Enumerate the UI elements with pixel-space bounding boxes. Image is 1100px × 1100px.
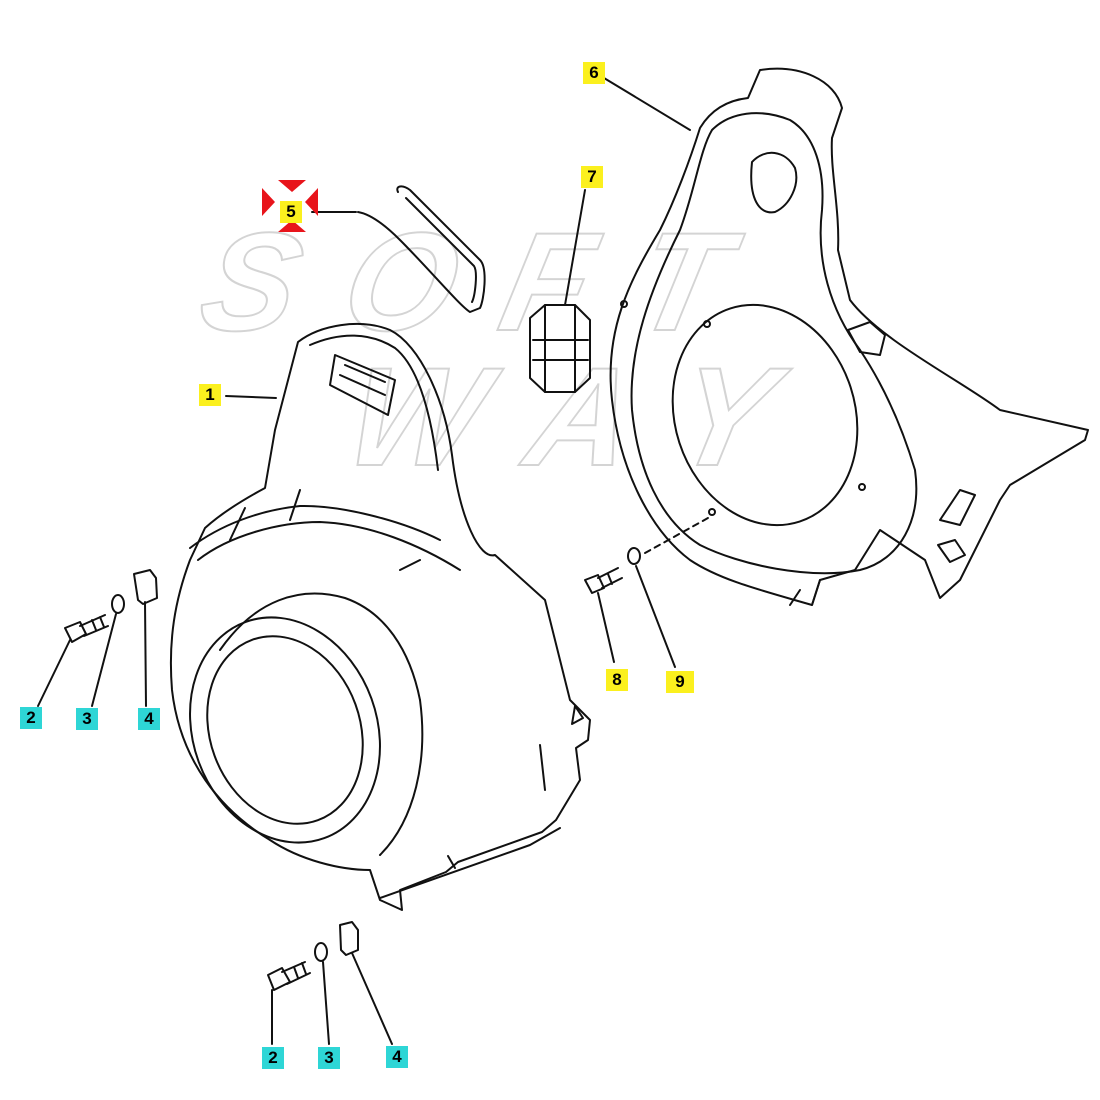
callout-part-6[interactable]: 6	[583, 62, 605, 84]
callout-part-4-b[interactable]: 4	[386, 1046, 408, 1068]
callout-part-7[interactable]: 7	[581, 166, 603, 188]
part-6-back-plate[interactable]	[609, 67, 1089, 606]
callout-part-3-a[interactable]: 3	[76, 708, 98, 730]
callout-part-2-b[interactable]: 2	[262, 1047, 284, 1069]
callout-part-4-a[interactable]: 4	[138, 708, 160, 730]
part-7-rubber-seal[interactable]	[529, 189, 591, 393]
leader-6	[603, 77, 691, 131]
fastener-set-b[interactable]	[267, 921, 393, 1045]
callout-part-1[interactable]: 1	[199, 384, 221, 406]
callout-part-8[interactable]: 8	[606, 669, 628, 691]
watermark-line1: SOFT	[188, 204, 752, 360]
part-5-wire-clip[interactable]	[311, 185, 486, 313]
callout-part-3-b[interactable]: 3	[318, 1047, 340, 1069]
fastener-set-a[interactable]	[37, 569, 158, 707]
watermark: SOFT WAY	[187, 203, 800, 496]
callout-part-2-a[interactable]: 2	[20, 707, 42, 729]
callout-part-9[interactable]: 9	[666, 671, 694, 693]
part-1-blower-housing[interactable]	[159, 323, 591, 911]
callout-part-5[interactable]: 5	[280, 201, 302, 223]
selection-marker-icon	[262, 180, 318, 232]
watermark-line2: WAY	[335, 339, 800, 495]
fastener-set-c[interactable]	[584, 517, 709, 668]
